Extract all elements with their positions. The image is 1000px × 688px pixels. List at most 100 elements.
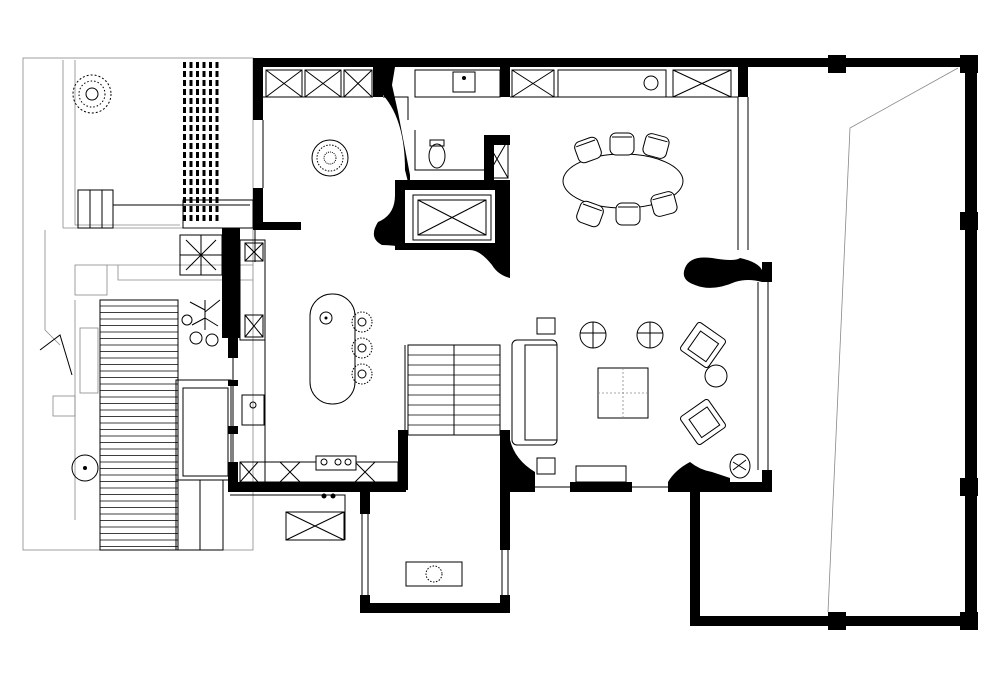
lamp-icon — [71, 454, 99, 482]
stone — [189, 62, 193, 68]
dining-chair — [650, 191, 678, 217]
plant-icon — [72, 74, 112, 114]
stone — [189, 116, 193, 122]
stone — [209, 206, 212, 212]
stone — [202, 152, 206, 158]
stone — [209, 80, 212, 86]
cabinet — [343, 69, 373, 98]
elevator — [412, 139, 509, 241]
stone — [196, 98, 199, 104]
stone — [183, 152, 186, 158]
stone — [202, 161, 206, 167]
stool-seat — [357, 369, 367, 379]
stone — [183, 89, 186, 95]
stone — [183, 206, 186, 212]
stone — [209, 89, 212, 95]
stone — [196, 116, 199, 122]
stone — [215, 206, 219, 212]
dining-chair — [642, 133, 670, 159]
stone — [202, 125, 206, 131]
stone — [202, 188, 206, 194]
stone — [209, 179, 212, 185]
dining-chair — [615, 202, 641, 226]
stone — [209, 152, 212, 158]
stone — [209, 62, 212, 68]
stone — [189, 215, 193, 221]
stone — [209, 71, 212, 77]
stone — [196, 179, 199, 185]
stone — [209, 125, 212, 131]
stone — [202, 89, 206, 95]
stone — [209, 170, 212, 176]
stone — [215, 143, 219, 149]
exterior-steps — [77, 189, 254, 229]
stone — [215, 62, 219, 68]
stone — [183, 80, 186, 86]
stone — [183, 116, 186, 122]
columns — [828, 55, 978, 630]
stone — [183, 215, 186, 221]
stone — [189, 179, 193, 185]
dining-chair — [576, 200, 604, 228]
stone — [196, 62, 199, 68]
exterior-walls — [222, 58, 977, 626]
main-stair — [407, 344, 501, 436]
curved-walls — [373, 67, 762, 482]
stool — [351, 337, 373, 359]
stone — [215, 125, 219, 131]
cabinet-cross — [265, 69, 303, 98]
stone — [189, 71, 193, 77]
stool-seat — [357, 343, 367, 353]
stone — [189, 89, 193, 95]
stool — [351, 311, 373, 333]
stone — [196, 161, 199, 167]
stone — [196, 134, 199, 140]
stone — [183, 62, 186, 68]
wall-niche — [511, 69, 732, 98]
stone — [202, 80, 206, 86]
stone — [189, 98, 193, 104]
stone — [196, 71, 199, 77]
entry-porch — [285, 493, 463, 587]
armchairs — [680, 322, 726, 445]
stone — [196, 107, 199, 113]
stone — [209, 116, 212, 122]
bar-stools — [351, 311, 373, 385]
stone — [196, 170, 199, 176]
stool-seat — [357, 317, 367, 327]
stone — [196, 125, 199, 131]
stone — [196, 215, 199, 221]
bathroom — [383, 69, 501, 171]
stone — [196, 89, 199, 95]
stone — [189, 80, 193, 86]
stone — [215, 89, 219, 95]
stone — [209, 143, 212, 149]
wood-deck — [99, 299, 179, 551]
stone — [202, 143, 206, 149]
stone — [189, 188, 193, 194]
stone — [215, 80, 219, 86]
stone — [202, 179, 206, 185]
stone — [202, 71, 206, 77]
upper-cabinets — [265, 69, 373, 98]
stone — [215, 116, 219, 122]
stone — [189, 134, 193, 140]
stone — [202, 134, 206, 140]
stone — [215, 152, 219, 158]
stone — [196, 152, 199, 158]
stone — [209, 188, 212, 194]
dining-chair — [574, 136, 602, 164]
stone — [202, 206, 206, 212]
stone — [209, 107, 212, 113]
plant-icon — [311, 139, 349, 177]
stone — [215, 134, 219, 140]
stone — [202, 107, 206, 113]
balcony — [827, 67, 959, 613]
stone — [183, 161, 186, 167]
stone — [183, 134, 186, 140]
stone — [202, 170, 206, 176]
stone — [215, 161, 219, 167]
stone — [183, 179, 186, 185]
stone — [189, 107, 193, 113]
